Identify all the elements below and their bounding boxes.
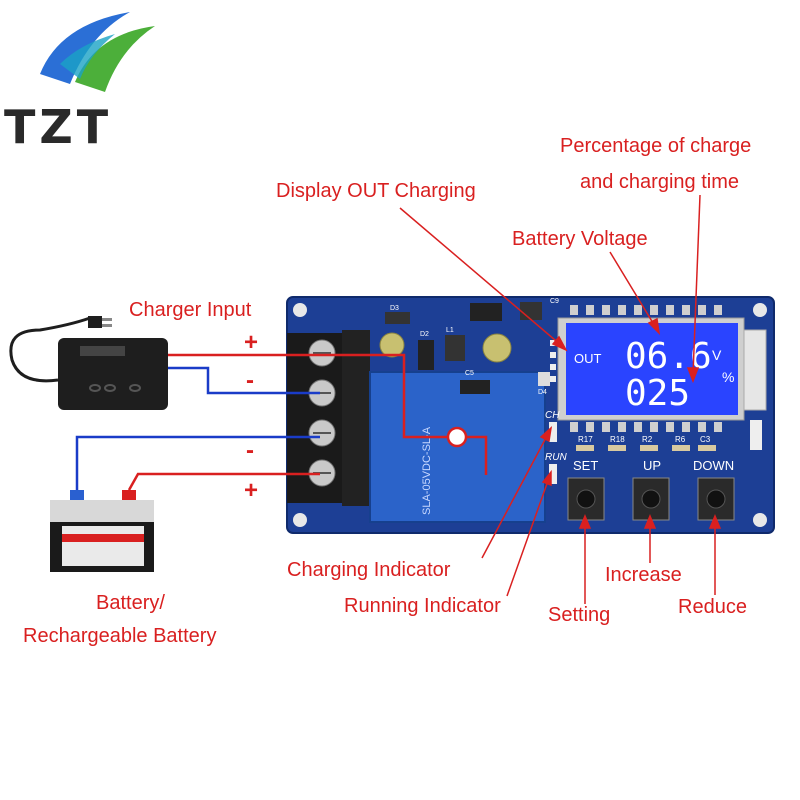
ref-c3: C3 (700, 435, 711, 444)
btn-up-label: UP (643, 458, 661, 473)
lcd-display: OUT 06.6 V 025 % (557, 317, 767, 421)
terminal-block (287, 330, 370, 506)
lcd-percent-unit: % (722, 369, 734, 385)
label-plus-bottom: + (244, 477, 259, 504)
label-battery-line1: Battery/ (96, 592, 165, 614)
ref-l1: L1 (446, 327, 454, 334)
set-button[interactable] (567, 477, 605, 521)
lcd-voltage-unit: V (712, 347, 722, 363)
ref-c5: C5 (465, 370, 474, 377)
ref-r2: R2 (642, 435, 653, 444)
led-run (549, 464, 557, 484)
label-running-indicator: Running Indicator (344, 595, 501, 617)
label-percentage-line1: Percentage of charge (560, 135, 752, 157)
ref-r17: R17 (578, 435, 593, 444)
ref-d3: D3 (390, 305, 399, 312)
led-ch (549, 422, 557, 442)
down-button[interactable] (697, 477, 735, 521)
btn-set-label: SET (573, 458, 598, 473)
ref-r18: R18 (610, 435, 625, 444)
led-run-label: RUN (545, 452, 567, 463)
label-reduce: Reduce (678, 596, 747, 618)
label-charging-indicator: Charging Indicator (287, 559, 451, 581)
charger-adapter (9, 316, 168, 410)
label-battery-voltage: Battery Voltage (512, 228, 648, 250)
label-increase: Increase (605, 564, 682, 586)
relay-text: SLA-05VDC-SL-A (421, 426, 433, 515)
label-minus-1: - (246, 367, 254, 394)
tzt-logo-mark (40, 12, 155, 92)
ref-d2: D2 (420, 331, 429, 338)
label-minus-2: - (246, 437, 254, 464)
label-battery-line2: Rechargeable Battery (23, 625, 217, 647)
up-button[interactable] (632, 477, 670, 521)
label-charger-input: Charger Input (129, 299, 252, 321)
led-ch-label: CH (545, 410, 560, 421)
ref-r6: R6 (675, 435, 686, 444)
label-percentage-line2: and charging time (580, 171, 739, 193)
ref-d4: D4 (538, 389, 547, 396)
label-plus-top: + (244, 329, 259, 356)
lcd-percent: 025 (625, 373, 690, 414)
ref-c9: C9 (550, 298, 559, 305)
lcd-out-label: OUT (574, 351, 602, 366)
battery (50, 490, 154, 572)
lcd-voltage: 06.6 (625, 336, 712, 377)
label-display-out: Display OUT Charging (276, 180, 476, 202)
logo-text: TZT (4, 100, 113, 154)
btn-down-label: DOWN (693, 458, 734, 473)
label-setting: Setting (548, 604, 611, 626)
